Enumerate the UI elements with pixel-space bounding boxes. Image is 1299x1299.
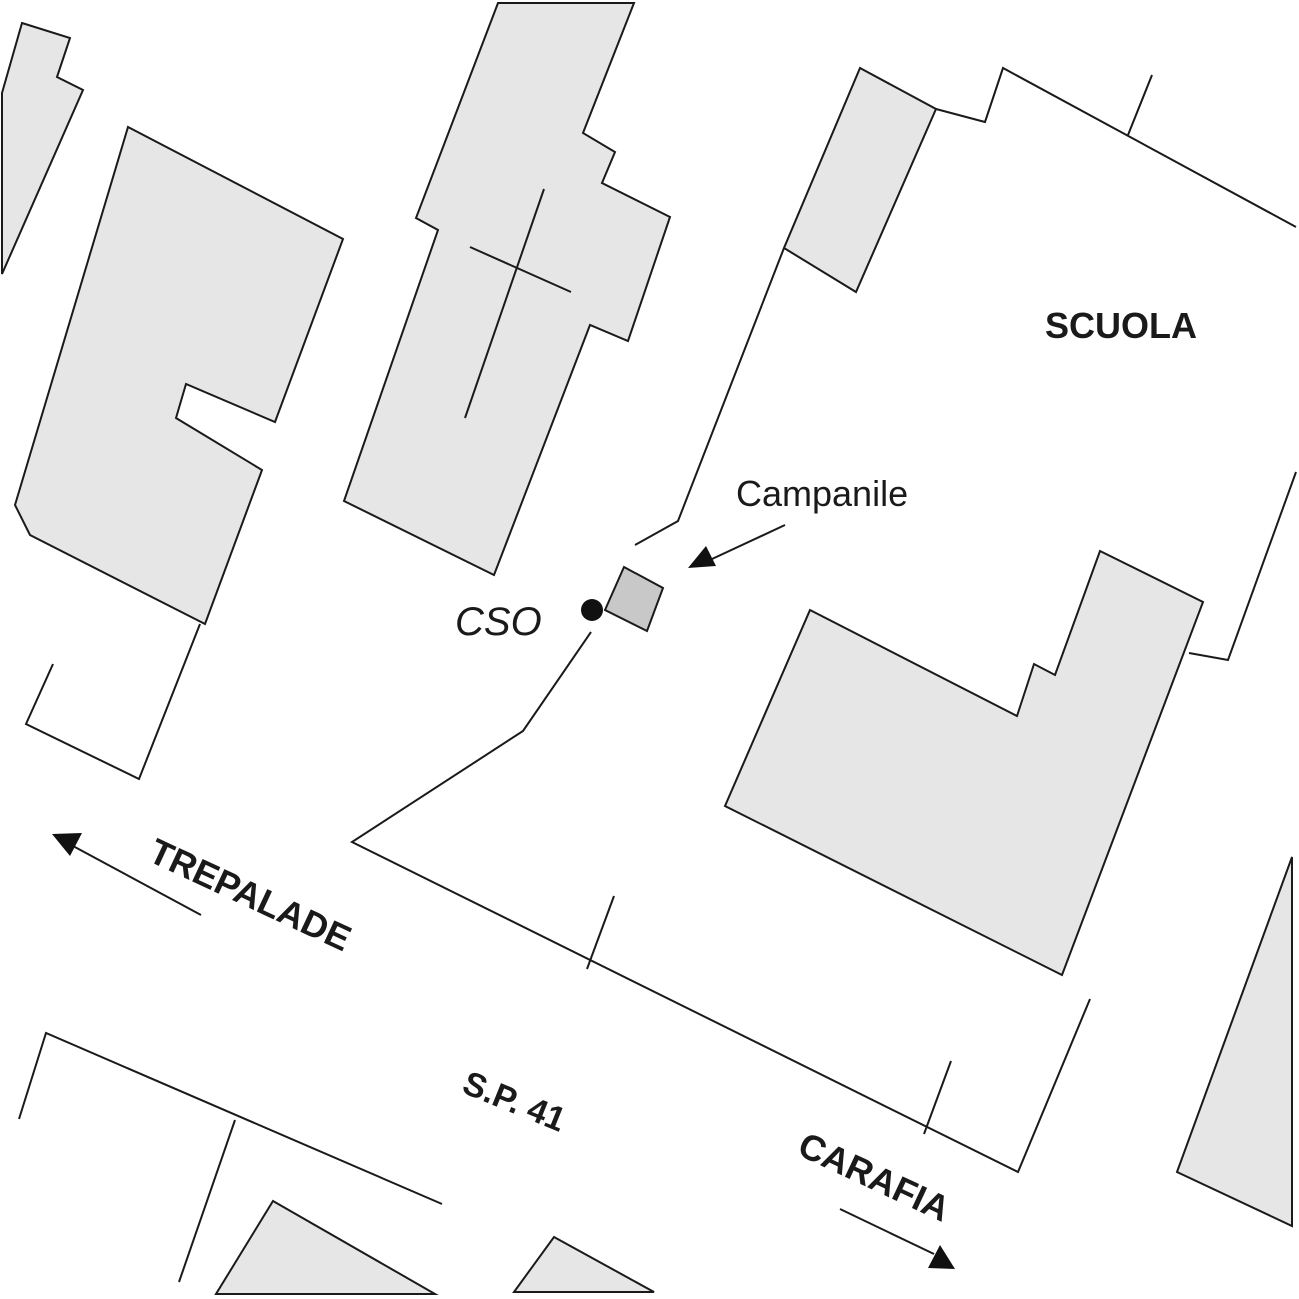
label-trepalade: TREPALADE xyxy=(143,830,357,959)
building-bottom-left-triangle xyxy=(214,1199,439,1295)
campanile-arrow-head-icon xyxy=(688,546,716,568)
label-scuola: SCUOLA xyxy=(1045,305,1197,346)
building-left-large xyxy=(13,125,345,626)
cso-marker-icon xyxy=(581,599,603,621)
lot-line-school-right xyxy=(1188,471,1297,662)
lot-line-left-block xyxy=(24,623,201,781)
lot-line-tick-1 xyxy=(586,895,615,970)
label-cso: CSO xyxy=(455,600,542,644)
building-right-large xyxy=(723,549,1205,977)
campanile-arrow-shaft xyxy=(711,524,786,560)
trepalade-arrow-shaft xyxy=(72,845,202,916)
building-church xyxy=(342,1,672,577)
building-top-right-small xyxy=(782,66,938,294)
lot-line-south-divider xyxy=(178,1119,236,1283)
lot-line-school-top xyxy=(935,66,1297,228)
road-edge-south xyxy=(18,1031,443,1205)
lot-line-churchyard xyxy=(634,247,785,546)
building-top-left-sliver xyxy=(1,21,85,275)
lot-line-school-tick xyxy=(1127,74,1153,136)
bell-tower xyxy=(603,565,665,633)
church-cross-long xyxy=(464,188,545,419)
trepalade-arrow-head-icon xyxy=(52,833,82,856)
building-bottom-center-triangle xyxy=(512,1235,655,1293)
carafia-arrow-head-icon xyxy=(928,1245,955,1269)
carafia-arrow-shaft xyxy=(839,1208,935,1255)
label-road-sp41: S.P. 41 xyxy=(457,1064,571,1139)
lot-line-tick-2 xyxy=(923,1060,952,1135)
label-carafia: CARAFIA xyxy=(792,1124,956,1230)
label-campanile: Campanile xyxy=(736,473,908,514)
lot-line-path-to-cso xyxy=(349,631,1091,1174)
church-cross-short xyxy=(469,246,572,293)
building-far-right-triangle xyxy=(1175,856,1293,1228)
